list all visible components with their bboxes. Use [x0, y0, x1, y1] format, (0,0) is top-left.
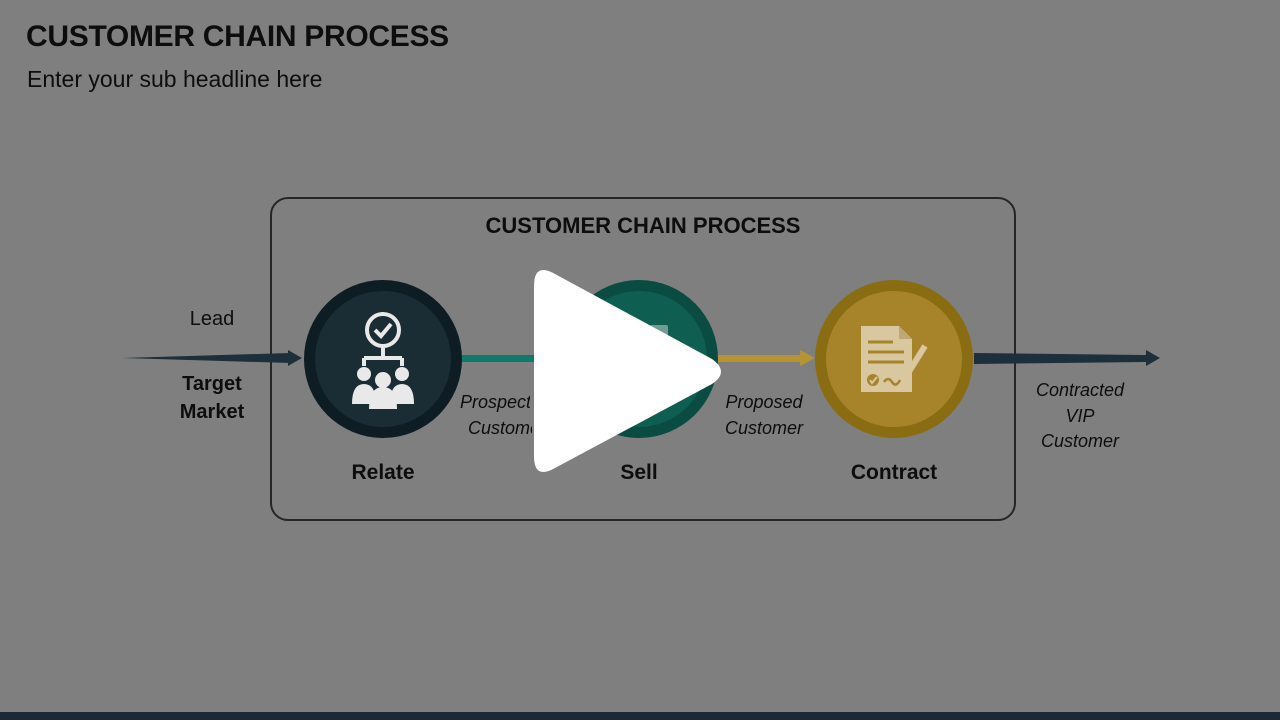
- stage-label-sell: Sell: [620, 461, 658, 484]
- stage-circle-contract: [815, 280, 973, 438]
- input-bottom-label-line2: Market: [179, 401, 245, 423]
- transition-label-prospect-line1: Prospect: [460, 392, 532, 412]
- transition-arrow-proposed: [716, 350, 815, 366]
- output-arrow: [974, 350, 1160, 366]
- output-label-line2: VIP: [1065, 406, 1095, 426]
- input-top-label: Lead: [189, 308, 235, 330]
- output-label-line3: Customer: [1040, 431, 1120, 451]
- input-bottom-label-line1: Target: [182, 373, 242, 395]
- process-title: CUSTOMER CHAIN PROCESS: [485, 213, 801, 238]
- contract-pen-icon: [861, 326, 928, 392]
- transition-label-proposed-line1: Proposed: [725, 392, 803, 412]
- stage-circle-relate: [304, 280, 462, 438]
- people-group-icon: [352, 367, 414, 409]
- input-arrow: [122, 350, 302, 366]
- stage-label-relate: Relate: [351, 461, 415, 484]
- transition-arrow-prospect: [462, 355, 582, 362]
- page-subtitle: Enter your sub headline here: [27, 66, 323, 92]
- transition-label-prospect-line2: Customer: [468, 418, 547, 438]
- people-network-icon: [362, 312, 404, 366]
- page-title: CUSTOMER CHAIN PROCESS: [26, 20, 449, 53]
- stage-label-contract: Contract: [850, 461, 938, 484]
- play-icon[interactable]: [534, 270, 721, 472]
- output-label-line1: Contracted: [1035, 380, 1125, 400]
- bottom-bar: [0, 712, 1280, 720]
- transition-label-proposed-line2: Customer: [724, 418, 804, 438]
